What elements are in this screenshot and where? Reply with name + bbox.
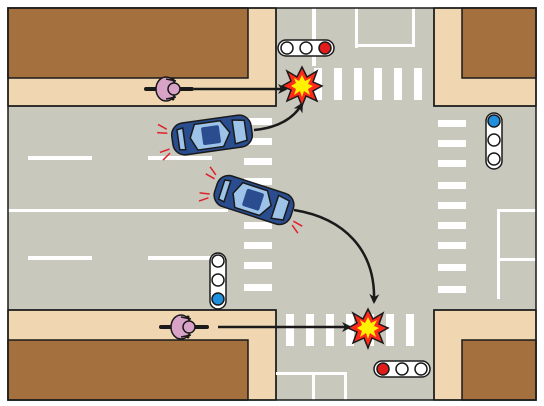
brake-lines xyxy=(157,123,171,161)
cyclist-top xyxy=(144,76,194,102)
crosswalk-right xyxy=(438,120,466,293)
arrow-car-upper xyxy=(253,102,304,132)
motion-arrows xyxy=(194,84,380,332)
buildings xyxy=(7,7,537,401)
arrow-car-lower xyxy=(293,208,380,304)
collision-top xyxy=(280,65,324,109)
collision-bottom xyxy=(346,307,390,351)
car-lower xyxy=(198,166,303,234)
cyclist-bottom xyxy=(159,314,209,340)
lane-markings xyxy=(8,8,536,400)
car-upper xyxy=(157,114,254,161)
signal-right xyxy=(485,112,503,170)
signal-bottom xyxy=(373,360,431,378)
brake-lines xyxy=(198,166,303,234)
curb-lines xyxy=(8,8,536,400)
frame xyxy=(7,7,537,401)
signal-top xyxy=(277,39,335,57)
signal-left xyxy=(209,252,227,310)
